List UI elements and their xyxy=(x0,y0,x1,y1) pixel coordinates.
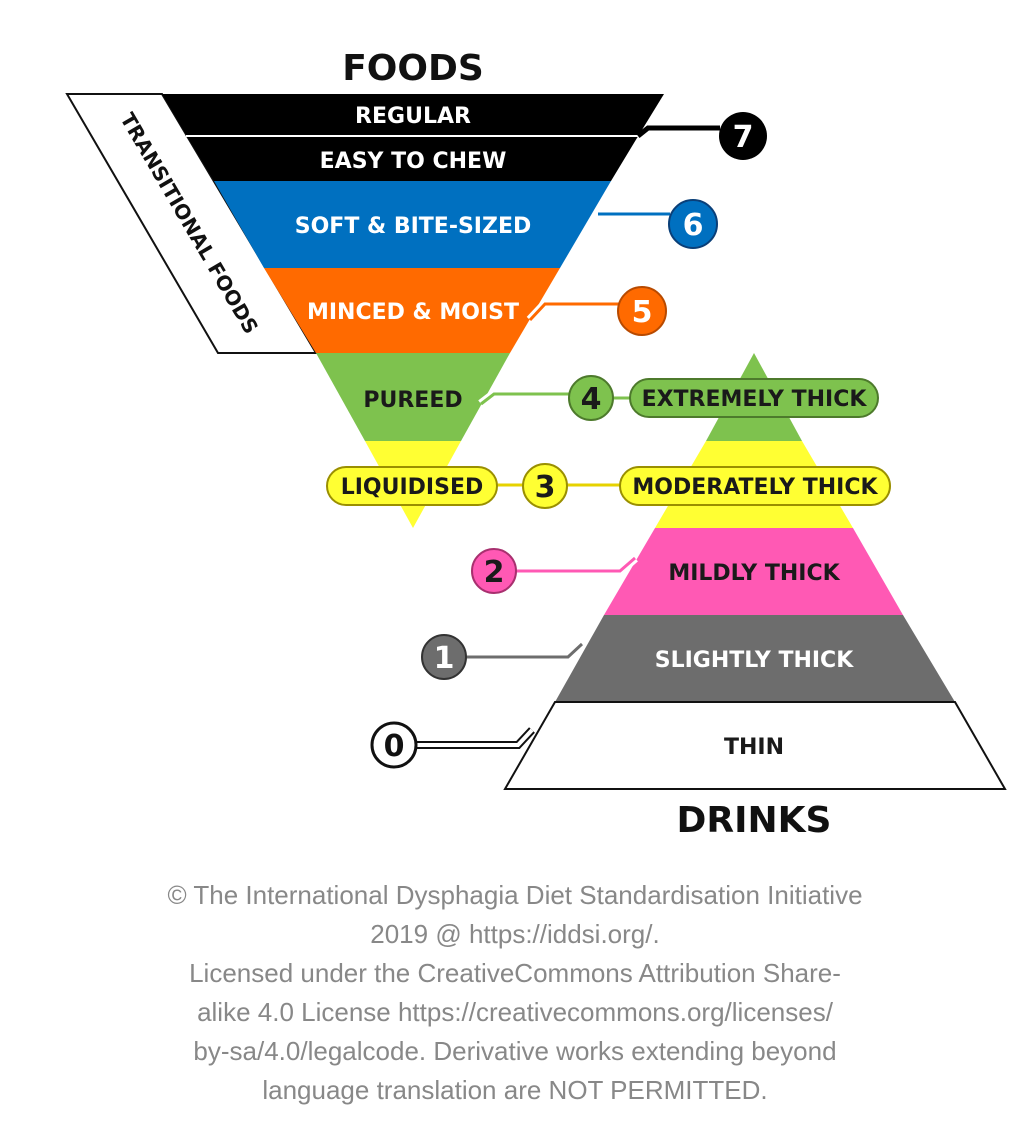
soft-bite-sized-label: SOFT & BITE-SIZED xyxy=(295,214,531,239)
level-1-badge: 1 xyxy=(421,634,467,680)
level-3-badge: 3 xyxy=(522,463,568,509)
level-5-badge: 5 xyxy=(617,286,667,336)
level-7-connector xyxy=(636,125,720,138)
level-3-number: 3 xyxy=(535,470,556,505)
level-2-connector-stroke xyxy=(512,556,636,573)
level-0-connector xyxy=(414,727,535,749)
level-5-minced-moist-band xyxy=(264,268,560,353)
level-7-number: 7 xyxy=(733,120,754,155)
level-0-number: 0 xyxy=(384,729,405,764)
copyright-line: language translation are NOT PERMITTED. xyxy=(262,1075,768,1105)
level-7-badge: 7 xyxy=(719,112,767,160)
level-0-connector-inner xyxy=(414,728,534,747)
copyright-line: by-sa/4.0/legalcode. Derivative works ex… xyxy=(193,1036,837,1066)
level-4-badge: 4 xyxy=(568,375,614,421)
extremely-thick-pill: EXTREMELY THICK xyxy=(629,378,879,418)
level-4-pureed-band xyxy=(316,353,510,441)
extremely-thick-label: EXTREMELY THICK xyxy=(642,387,868,412)
minced-moist-label: MINCED & MOIST xyxy=(307,300,519,325)
slightly-thick-label: SLIGHTLY THICK xyxy=(655,648,854,673)
level-1-number: 1 xyxy=(434,641,455,676)
pureed-label: PUREED xyxy=(363,388,462,413)
moderately-thick-label: MODERATELY THICK xyxy=(632,475,878,500)
level-5-number: 5 xyxy=(632,295,653,330)
mildly-thick-label: MILDLY THICK xyxy=(668,561,840,586)
liquidised-label: LIQUIDISED xyxy=(341,475,484,500)
drinks-heading: DRINKS xyxy=(677,800,832,841)
iddsi-framework-diagram: FOODS DRINKS TRANSITIONAL FOODS REGULAR … xyxy=(65,48,1007,841)
level-0-thin-band xyxy=(503,701,1007,790)
copyright-notice: © The International Dysphagia Diet Stand… xyxy=(150,876,880,1110)
level-4-number: 4 xyxy=(581,382,602,417)
connector-lines xyxy=(414,125,720,749)
level-2-connector xyxy=(512,554,638,576)
level-5-connector-stroke xyxy=(528,302,622,322)
regular-label: REGULAR xyxy=(355,104,471,129)
level-2-badge: 2 xyxy=(471,548,517,594)
level-7-easy-to-chew-band xyxy=(188,138,637,181)
level-0-badge: 0 xyxy=(370,721,418,769)
level-2-mildly-thick-band xyxy=(604,528,903,615)
copyright-line: © The International Dysphagia Diet Stand… xyxy=(167,880,863,910)
level-1-slightly-thick-band xyxy=(555,615,955,702)
level-2-number: 2 xyxy=(484,555,505,590)
thin-label: THIN xyxy=(724,735,784,760)
copyright-line: Licensed under the CreativeCommons Attri… xyxy=(189,958,841,988)
level-6-badge: 6 xyxy=(668,199,718,249)
copyright-line: alike 4.0 License https://creativecommon… xyxy=(197,997,833,1027)
level-4-connector-left-stroke xyxy=(480,392,571,406)
moderately-thick-pill: MODERATELY THICK xyxy=(619,466,891,506)
level-6-number: 6 xyxy=(683,208,704,243)
level-1-connector xyxy=(464,640,586,662)
foods-heading: FOODS xyxy=(342,48,484,89)
level-7-regular-band xyxy=(162,94,664,138)
liquidised-pill: LIQUIDISED xyxy=(326,466,498,506)
copyright-line: 2019 @ https://iddsi.org/. xyxy=(370,919,660,949)
easy-to-chew-label: EASY TO CHEW xyxy=(320,149,507,174)
level-1-connector-stroke xyxy=(464,642,584,659)
level-6-soft-bite-sized-band xyxy=(214,181,611,268)
